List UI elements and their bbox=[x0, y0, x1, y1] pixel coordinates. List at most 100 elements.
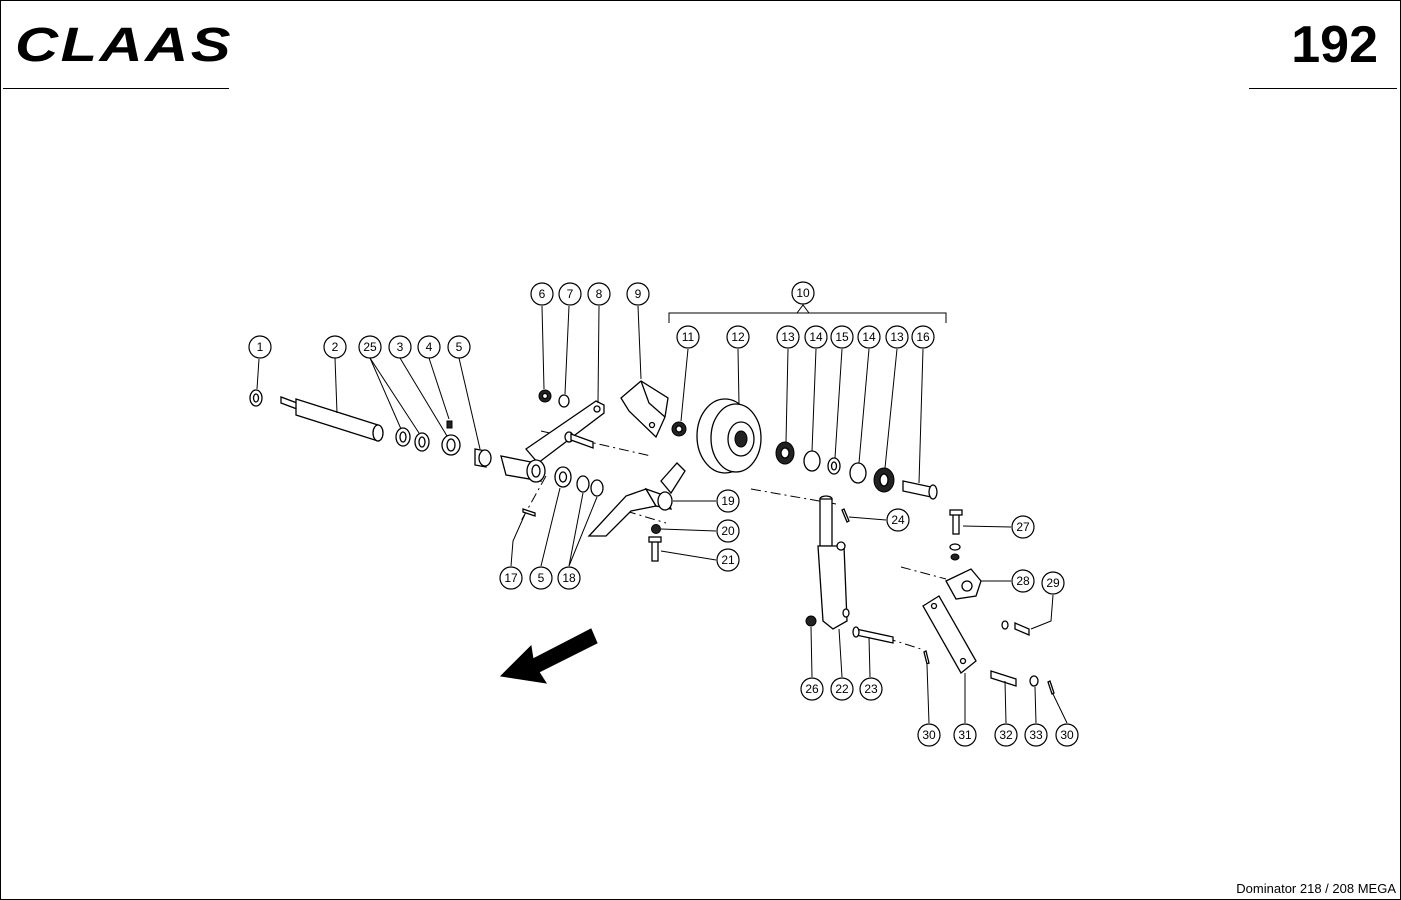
callout-28: 28 bbox=[1011, 569, 1035, 593]
svg-text:6: 6 bbox=[539, 287, 546, 301]
page-number: 192 bbox=[1291, 16, 1378, 74]
pulley-12 bbox=[696, 398, 762, 474]
callout-33: 33 bbox=[1024, 723, 1048, 747]
ring-25 bbox=[395, 427, 411, 447]
callout-20: 20 bbox=[716, 519, 740, 543]
svg-text:CLAAS: CLAAS bbox=[15, 21, 233, 65]
bush-5-lower bbox=[554, 466, 572, 488]
callout-3: 3 bbox=[388, 335, 412, 359]
svg-text:18: 18 bbox=[562, 571, 576, 585]
callout-25: 25 bbox=[358, 335, 382, 359]
tube-22 bbox=[817, 495, 850, 630]
callout-5-bottom: 5 bbox=[529, 566, 553, 590]
callout-19: 19 bbox=[716, 489, 740, 513]
ring-3 bbox=[414, 432, 430, 452]
grease-nipple-4 bbox=[446, 420, 453, 429]
svg-text:20: 20 bbox=[721, 524, 735, 538]
nut-26 bbox=[805, 615, 817, 627]
header-rule-right bbox=[1249, 88, 1397, 89]
callout-18: 18 bbox=[557, 566, 581, 590]
bracket-31 bbox=[922, 595, 977, 674]
callout-13-left: 13 bbox=[776, 325, 800, 349]
svg-text:25: 25 bbox=[363, 340, 377, 354]
washer-1 bbox=[249, 389, 263, 407]
split-pin-30 bbox=[923, 650, 1055, 695]
svg-text:5: 5 bbox=[456, 340, 463, 354]
svg-text:17: 17 bbox=[504, 571, 518, 585]
callout-14-left: 14 bbox=[804, 325, 828, 349]
svg-text:15: 15 bbox=[835, 330, 849, 344]
svg-text:30: 30 bbox=[1060, 728, 1074, 742]
callout-24: 24 bbox=[886, 508, 910, 532]
svg-text:1: 1 bbox=[257, 340, 264, 354]
callout-22: 22 bbox=[830, 677, 854, 701]
callout-30-left: 30 bbox=[917, 723, 941, 747]
svg-text:31: 31 bbox=[958, 728, 972, 742]
callout-16: 16 bbox=[911, 325, 935, 349]
callout-11: 11 bbox=[676, 325, 700, 349]
callout-6: 6 bbox=[530, 282, 554, 306]
svg-text:22: 22 bbox=[835, 682, 849, 696]
callout-7: 7 bbox=[558, 282, 582, 306]
callout-8: 8 bbox=[587, 282, 611, 306]
svg-text:3: 3 bbox=[397, 340, 404, 354]
svg-text:9: 9 bbox=[635, 287, 642, 301]
bearing-13-left bbox=[775, 441, 795, 465]
washer-33 bbox=[1029, 675, 1039, 687]
svg-text:4: 4 bbox=[426, 340, 433, 354]
svg-text:21: 21 bbox=[721, 553, 735, 567]
claas-logo: CLAAS bbox=[15, 21, 233, 65]
callout-23: 23 bbox=[859, 677, 883, 701]
svg-text:7: 7 bbox=[567, 287, 574, 301]
callout-9: 9 bbox=[626, 282, 650, 306]
callout-32: 32 bbox=[994, 723, 1018, 747]
bolt-23 bbox=[852, 626, 894, 644]
svg-text:10: 10 bbox=[796, 286, 810, 300]
callout-5-top: 5 bbox=[447, 335, 471, 359]
svg-text:8: 8 bbox=[596, 287, 603, 301]
callout-13-right: 13 bbox=[885, 325, 909, 349]
svg-text:5: 5 bbox=[538, 571, 545, 585]
split-pin-24 bbox=[841, 508, 850, 523]
callout-31: 31 bbox=[953, 723, 977, 747]
svg-text:12: 12 bbox=[731, 330, 745, 344]
svg-text:33: 33 bbox=[1029, 728, 1043, 742]
pin-17 bbox=[522, 508, 536, 517]
tension-lever bbox=[587, 462, 686, 537]
shaft-2 bbox=[280, 396, 384, 442]
nut-20 bbox=[651, 524, 661, 534]
guard-plate-9 bbox=[620, 380, 669, 439]
travel-direction-arrow bbox=[499, 628, 598, 684]
svg-text:32: 32 bbox=[999, 728, 1013, 742]
bolt-arm bbox=[564, 431, 594, 449]
callout-14-right: 14 bbox=[857, 325, 881, 349]
header-rule-left bbox=[3, 88, 229, 89]
circlip-14-left bbox=[803, 450, 821, 472]
svg-text:13: 13 bbox=[890, 330, 904, 344]
pivot-arm-8 bbox=[500, 400, 605, 483]
washer-under-27 bbox=[949, 543, 961, 561]
rings-18 bbox=[576, 475, 604, 497]
callout-27: 27 bbox=[1011, 515, 1035, 539]
svg-text:24: 24 bbox=[891, 513, 905, 527]
callout-30-right: 30 bbox=[1055, 723, 1079, 747]
callout-26: 26 bbox=[800, 677, 824, 701]
svg-text:16: 16 bbox=[916, 330, 930, 344]
callout-1: 1 bbox=[248, 335, 272, 359]
svg-text:28: 28 bbox=[1016, 574, 1030, 588]
callout-21: 21 bbox=[716, 548, 740, 572]
clamp-28 bbox=[945, 568, 982, 600]
washer-7 bbox=[558, 394, 570, 408]
leader-lines bbox=[256, 304, 1068, 724]
svg-text:11: 11 bbox=[682, 330, 695, 344]
svg-text:30: 30 bbox=[922, 728, 936, 742]
bolt-29 bbox=[1001, 620, 1030, 636]
svg-text:23: 23 bbox=[864, 682, 878, 696]
svg-text:14: 14 bbox=[809, 330, 823, 344]
svg-text:14: 14 bbox=[862, 330, 876, 344]
callout-17: 17 bbox=[499, 566, 523, 590]
svg-text:27: 27 bbox=[1016, 520, 1030, 534]
bolt-27 bbox=[949, 509, 963, 535]
bearing-bush bbox=[441, 434, 461, 456]
